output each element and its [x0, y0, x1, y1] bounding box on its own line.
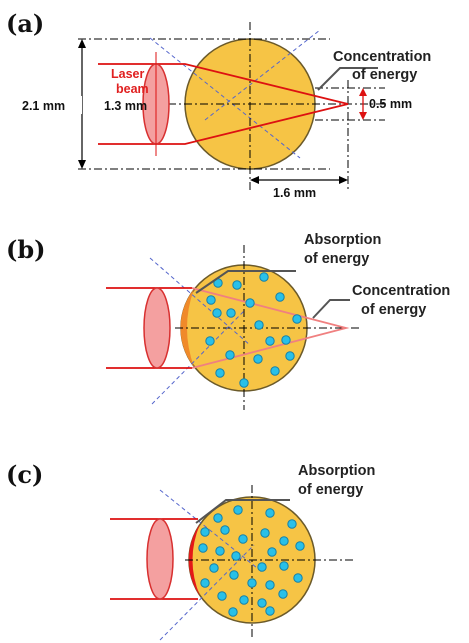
particle	[217, 591, 227, 601]
callout-a-concentration	[317, 67, 378, 91]
particle	[270, 366, 280, 376]
panel-b: (b)	[6, 232, 450, 410]
particle	[215, 368, 225, 378]
concentration-a-line2: of energy	[352, 67, 417, 83]
particle	[231, 551, 241, 561]
particle	[295, 541, 305, 551]
absorption-c-line1: Absorption	[298, 463, 375, 479]
particle	[228, 607, 238, 617]
particle	[254, 320, 264, 330]
concentration-a-line1: Concentration	[333, 49, 431, 65]
absorption-b-line2: of energy	[304, 251, 369, 267]
particle	[293, 573, 303, 583]
dim-spot-label: 0.5 mm	[369, 97, 412, 111]
particle	[212, 308, 222, 318]
particle	[259, 272, 269, 282]
dim-height-label-bg	[20, 96, 82, 114]
lens-c	[146, 518, 174, 600]
particle	[229, 570, 239, 580]
particle	[287, 519, 297, 529]
dim-focal-arrowhead-right	[339, 176, 348, 184]
particle	[275, 292, 285, 302]
dim-height-arrowhead-bottom	[78, 160, 86, 169]
particle	[267, 547, 277, 557]
particle	[265, 606, 275, 616]
panel-c-label: (c)	[6, 460, 43, 489]
refracted-beam-b	[191, 287, 350, 369]
dim-height-label: 2.1 mm	[22, 99, 65, 113]
particle	[233, 505, 243, 515]
particle	[265, 508, 275, 518]
particle	[247, 578, 257, 588]
lens-b	[143, 287, 171, 369]
panel-c: (c)	[6, 460, 375, 641]
absorption-zone-b	[180, 289, 194, 367]
particles-c	[198, 505, 305, 617]
callout-b-absorption	[195, 270, 296, 294]
particle	[257, 562, 267, 572]
dim-spot-arrowhead-top	[359, 88, 367, 96]
particle	[200, 578, 210, 588]
callout-b-concentration	[312, 299, 350, 319]
particle	[225, 350, 235, 360]
particle	[213, 513, 223, 523]
particle	[265, 580, 275, 590]
laser-label-line1: Laser	[111, 67, 144, 81]
particle	[209, 563, 219, 573]
particle	[205, 336, 215, 346]
particle	[239, 378, 249, 388]
particle	[257, 598, 267, 608]
particle	[239, 595, 249, 605]
refraction-guide-c-1	[159, 489, 263, 573]
dim-focal-arrowhead-left	[250, 176, 259, 184]
absorption-zone-c	[188, 524, 200, 596]
particle	[238, 534, 248, 544]
refraction-guide-b-1	[149, 257, 251, 346]
dim-spot-arrowhead-bottom	[359, 112, 367, 120]
particle	[232, 280, 242, 290]
particle	[285, 351, 295, 361]
dim-focal-label: 1.6 mm	[273, 186, 316, 200]
refraction-guide-a-2	[204, 29, 321, 121]
concentration-b-line1: Concentration	[352, 283, 450, 299]
dim-height-arrowhead-top	[78, 39, 86, 48]
concentration-b-line2: of energy	[361, 302, 426, 318]
laser-label-line2: beam	[116, 82, 149, 96]
panel-a-label: (a)	[6, 9, 44, 38]
panel-a: (a) 2.1 mm 0.5 mm 1.6 mm	[6, 9, 431, 200]
particle	[281, 335, 291, 345]
particles-b	[205, 272, 302, 388]
particle	[260, 528, 270, 538]
callout-c-absorption	[195, 499, 290, 524]
particle	[215, 546, 225, 556]
refraction-guide-b-2	[151, 309, 246, 405]
particle	[226, 308, 236, 318]
particle	[279, 536, 289, 546]
absorption-c-line2: of energy	[298, 482, 363, 498]
particle	[279, 561, 289, 571]
particle	[265, 336, 275, 346]
particle	[200, 527, 210, 537]
particle	[278, 589, 288, 599]
particle	[206, 295, 216, 305]
beam-width-label: 1.3 mm	[104, 99, 147, 113]
particle	[220, 525, 230, 535]
particle	[253, 354, 263, 364]
absorption-b-line1: Absorption	[304, 232, 381, 248]
particle	[198, 543, 208, 553]
particle	[245, 298, 255, 308]
refraction-guide-c-2	[159, 544, 255, 641]
panel-b-label: (b)	[6, 235, 46, 264]
particle	[292, 314, 302, 324]
